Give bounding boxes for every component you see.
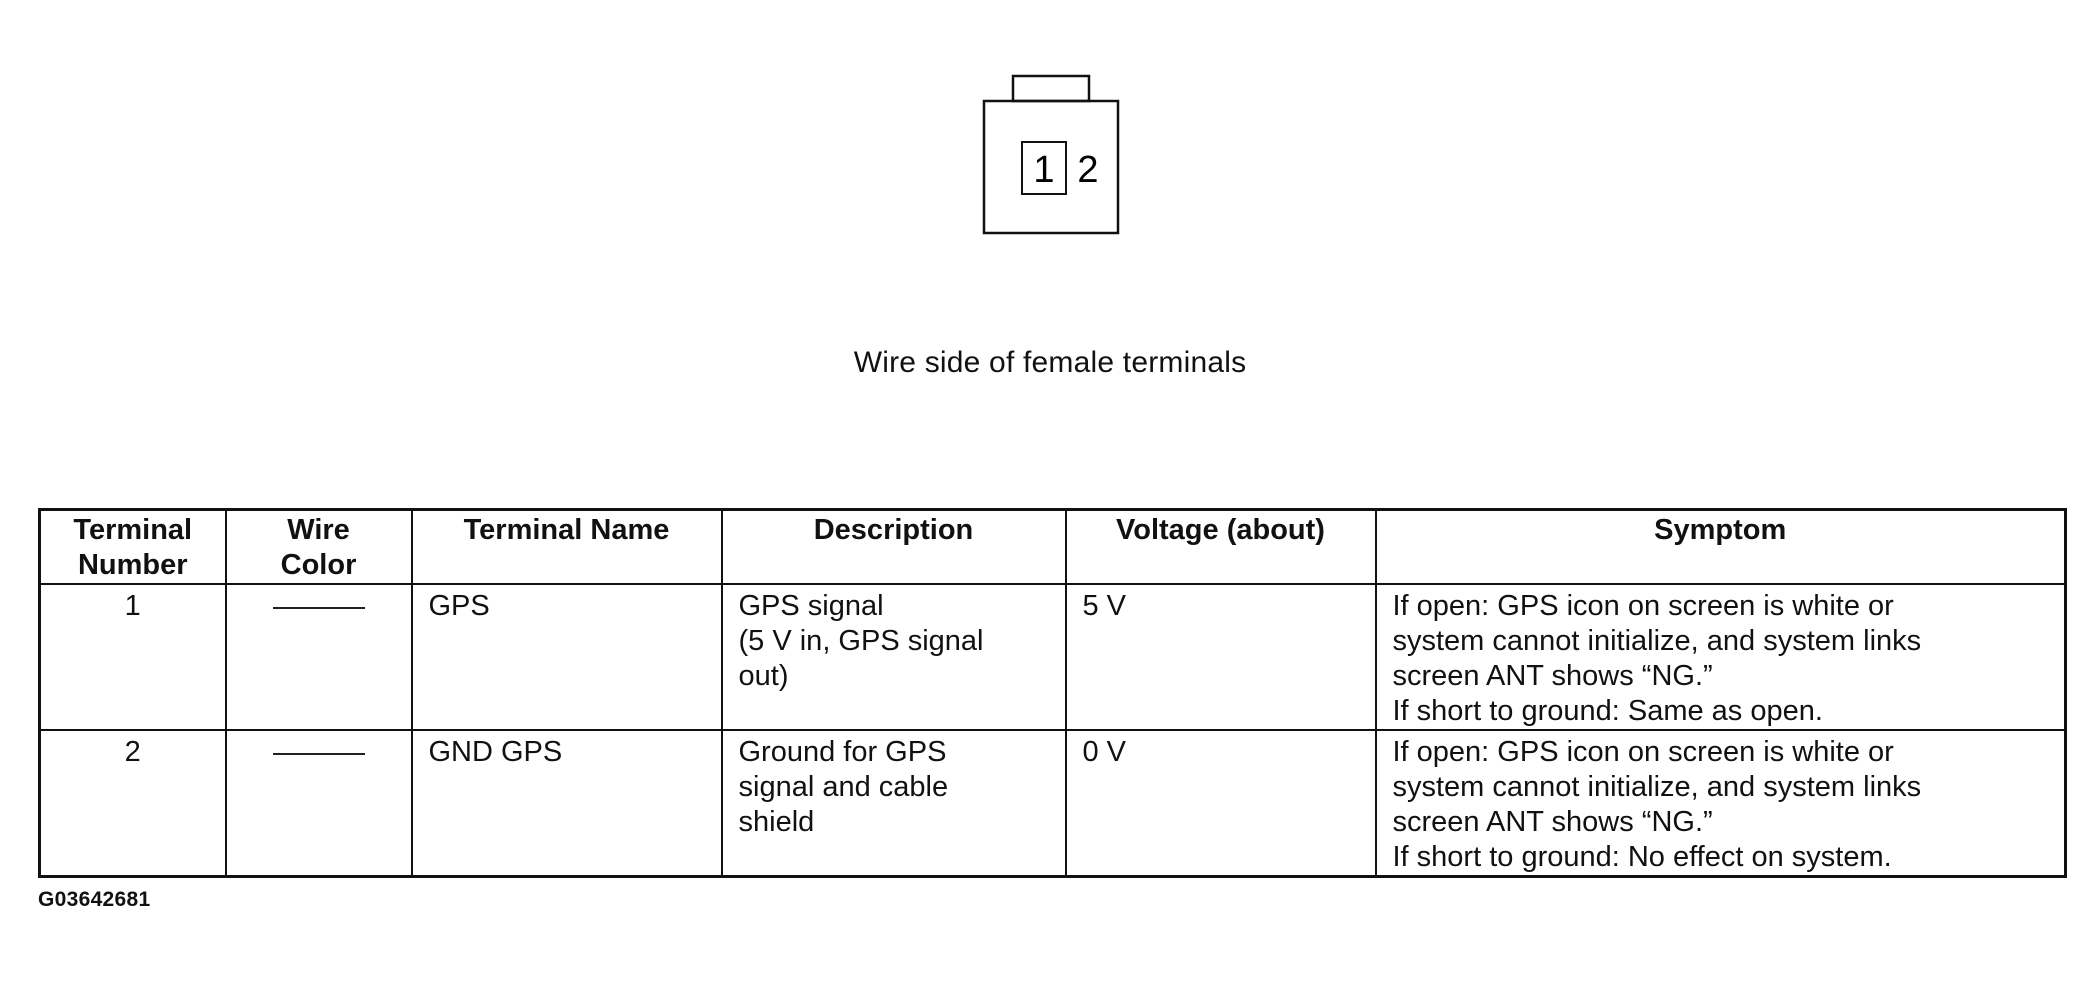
- terminal-table: Terminal Number Wire Color Terminal Name…: [38, 508, 2067, 878]
- cell-wire-color: [224, 584, 413, 731]
- header-wire-color: Wire Color: [224, 509, 413, 585]
- cell-terminal-name: GND GPS: [410, 730, 723, 877]
- header-terminal-number: Terminal Number: [38, 509, 227, 585]
- cell-description: Ground for GPS signal and cable shield: [720, 730, 1067, 877]
- table-row: 1 GPS GPS signal (5 V in, GPS signal out…: [38, 584, 2067, 731]
- cell-terminal-number: 2: [38, 730, 227, 877]
- connector-diagram: 1 2: [982, 74, 1120, 235]
- diagram-caption: Wire side of female terminals: [853, 346, 1247, 379]
- cell-terminal-name: GPS: [410, 584, 723, 731]
- wire-color-dash: [272, 607, 365, 609]
- header-voltage: Voltage (about): [1064, 509, 1377, 585]
- connector-latch: [1011, 74, 1091, 103]
- cell-wire-color: [224, 730, 413, 877]
- table-header-row: Terminal Number Wire Color Terminal Name…: [38, 509, 2067, 585]
- connector-body: [982, 99, 1120, 235]
- header-description: Description: [720, 509, 1067, 585]
- cell-symptom: If open: GPS icon on screen is white or …: [1374, 584, 2067, 731]
- terminal-1-box: [1021, 141, 1067, 195]
- header-symptom: Symptom: [1374, 509, 2067, 585]
- cell-description: GPS signal (5 V in, GPS signal out): [720, 584, 1067, 731]
- table-row: 2 GND GPS Ground for GPS signal and cabl…: [38, 730, 2067, 877]
- terminal-1-label: 1: [1033, 149, 1054, 191]
- terminal-2-label: 2: [1077, 149, 1098, 191]
- cell-voltage: 5 V: [1064, 584, 1377, 731]
- wire-color-dash: [272, 753, 365, 755]
- cell-voltage: 0 V: [1064, 730, 1377, 877]
- cell-terminal-number: 1: [38, 584, 227, 731]
- cell-symptom: If open: GPS icon on screen is white or …: [1374, 730, 2067, 877]
- figure-id: G03642681: [38, 888, 151, 911]
- header-terminal-name: Terminal Name: [410, 509, 723, 585]
